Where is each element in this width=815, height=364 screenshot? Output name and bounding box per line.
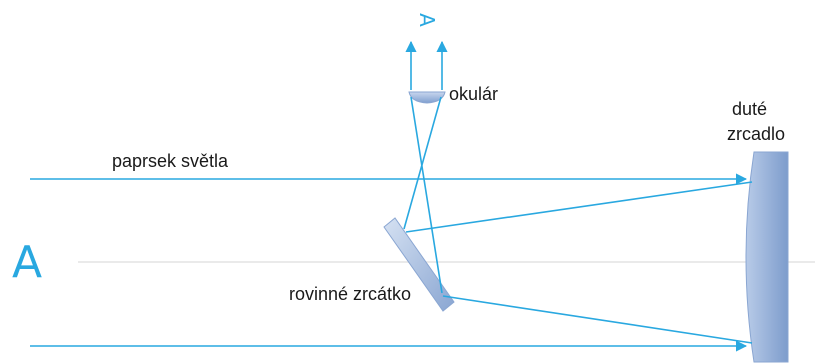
reflected-ray-top (405, 181, 753, 233)
light-ray-label: paprsek světla (112, 151, 229, 171)
concave-mirror-label-line2: zrcadlo (727, 124, 785, 144)
image-letter: A (415, 13, 439, 27)
vertical-ray-right (410, 96, 443, 294)
reflected-ray-bottom (442, 295, 753, 344)
plane-mirror (383, 217, 455, 312)
concave-mirror-label-line1: duté (732, 99, 767, 119)
plane-mirror-label: rovinné zrcátko (289, 284, 411, 304)
concave-mirror (745, 151, 789, 363)
object-letter: A (12, 237, 42, 288)
eyepiece-label: okulár (449, 84, 498, 104)
vertical-ray-left (403, 96, 442, 230)
